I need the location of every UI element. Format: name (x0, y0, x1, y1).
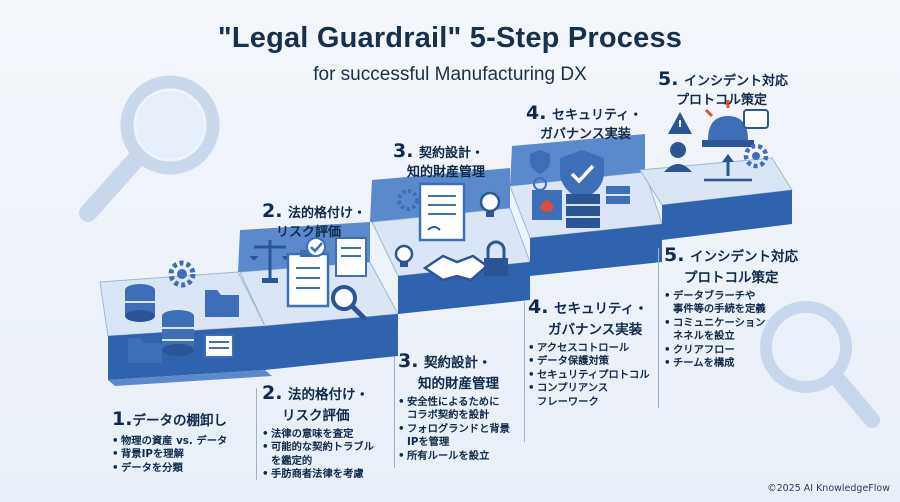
list-item: 所有ルールを設立 (398, 450, 528, 464)
shield-icon (560, 150, 604, 200)
stair-label-4: 4. セキュリティ・ ガバナンス実装 (526, 102, 643, 143)
list-item: クリアフロー (664, 344, 804, 358)
list-item: フォログランドと背景 (398, 423, 528, 437)
copyright-footer: ©2025 AI KnowledgeFlow (767, 483, 890, 494)
step-column-1: 1.データの棚卸し 物理の資産 vs. データ 背景IPを理解 データを分類 (112, 408, 252, 475)
step-bullets: アクセスコトロール データ保護対策 セキュリティプロトコル コンプリアンス フレ… (528, 342, 656, 410)
step-bullets: データブラーチや 事件等の手続を定義 コミュニケーション ネネルを設立 クリアフ… (664, 290, 804, 371)
step-heading: 4. セキュリティ・ ガバナンス実装 (528, 296, 648, 338)
shield-icon (530, 150, 550, 174)
list-item: を鑑定的 (271, 454, 313, 467)
scales-icon (250, 240, 290, 283)
list-item: コンプリアンス (528, 382, 656, 396)
step-column-5: 5. インシデント対応 プロトコル策定 データブラーチや 事件等の手続を定義 コ… (664, 244, 804, 371)
warning-icon (668, 112, 692, 134)
gear-icon (397, 189, 419, 211)
step-column-4: 4. セキュリティ・ ガバナンス実装 アクセスコトロール データ保護対策 セキュ… (528, 296, 656, 409)
server-icon (566, 186, 630, 228)
gear-icon (743, 143, 769, 169)
firewall-icon (532, 190, 562, 220)
list-item: データを分類 (112, 462, 252, 476)
list-item: 背景IPを理解 (112, 448, 252, 462)
list-item: チームを構成 (664, 357, 804, 371)
step-heading: 5. インシデント対応 プロトコル策定 (664, 244, 799, 286)
page-subtitle: for successful Manufacturing DX (313, 64, 587, 85)
list-item: IPを管理 (407, 436, 450, 449)
contract-icon (418, 182, 466, 242)
step-bullets: 法律の意味を査定 可能的な契約トラブル を鑑定的 手肪商者法律を考慮 (262, 428, 392, 482)
list-item: データブラーチや (664, 290, 804, 304)
stair-label-5: 5. インシデント対応 プロトコル策定 (658, 68, 789, 109)
column-divider (394, 356, 395, 468)
step-heading: 1.データの棚卸し (112, 408, 227, 430)
person-headset-icon (664, 142, 692, 172)
magnifier-icon (79, 75, 220, 222)
document-icon (335, 237, 367, 277)
column-divider (658, 248, 659, 408)
chat-icon (743, 109, 769, 129)
lock-icon (484, 240, 508, 276)
list-item: 手肪商者法律を考慮 (262, 468, 392, 482)
gear-icon (168, 260, 196, 288)
list-item: 物理の資産 vs. データ (112, 435, 252, 449)
list-item: アクセスコトロール (528, 342, 656, 356)
list-item: ネネルを設立 (673, 330, 735, 343)
column-divider (256, 388, 257, 480)
stair-label-2: 2. 法的格付け・ リスク評価 (262, 200, 367, 241)
step-heading: 2. 法的格付け・ リスク評価 (262, 382, 370, 424)
list-item: 安全性によるために (398, 396, 528, 410)
stair-label-3: 3. 契約設計・ 知的財産管理 (393, 140, 486, 181)
list-item: 事件等の手続を定義 (673, 303, 766, 316)
step-heading: 3. 契約設計・ 知的財産管理 (398, 350, 499, 392)
list-item: データ保護対策 (528, 355, 656, 369)
chevron-down-icon (533, 177, 547, 191)
folder-icon (128, 290, 239, 363)
list-item: コラボ契約を設計 (407, 409, 490, 422)
column-divider (524, 302, 525, 442)
magnifier-icon (331, 285, 367, 321)
list-item: コミュニケーション (664, 317, 804, 331)
page-title: "Legal Guardrail" 5-Step Process (217, 22, 683, 54)
list-item: フレーワーク (537, 395, 599, 408)
step-column-3: 3. 契約設計・ 知的財産管理 安全性によるために コラボ契約を設計 フォログラ… (398, 350, 528, 463)
check-icon (306, 237, 326, 257)
clipboard-icon (286, 250, 330, 308)
arrow-icon (704, 154, 752, 182)
list-item: 可能的な契約トラブル (262, 441, 392, 455)
list-item: 法律の意味を査定 (262, 428, 392, 442)
list-item: セキュリティプロトコル (528, 369, 656, 383)
bulb-icon (394, 191, 501, 267)
stair-step-5 (639, 157, 793, 240)
step-bullets: 安全性によるために コラボ契約を設計 フォログランドと背景 IPを管理 所有ルー… (398, 396, 528, 464)
database-icon (162, 310, 194, 356)
database-icon (125, 284, 155, 322)
step-bullets: 物理の資産 vs. データ 背景IPを理解 データを分類 (112, 435, 252, 476)
step-column-2: 2. 法的格付け・ リスク評価 法律の意味を査定 可能的な契約トラブル を鑑定的… (262, 382, 392, 482)
document-icon (204, 334, 234, 358)
